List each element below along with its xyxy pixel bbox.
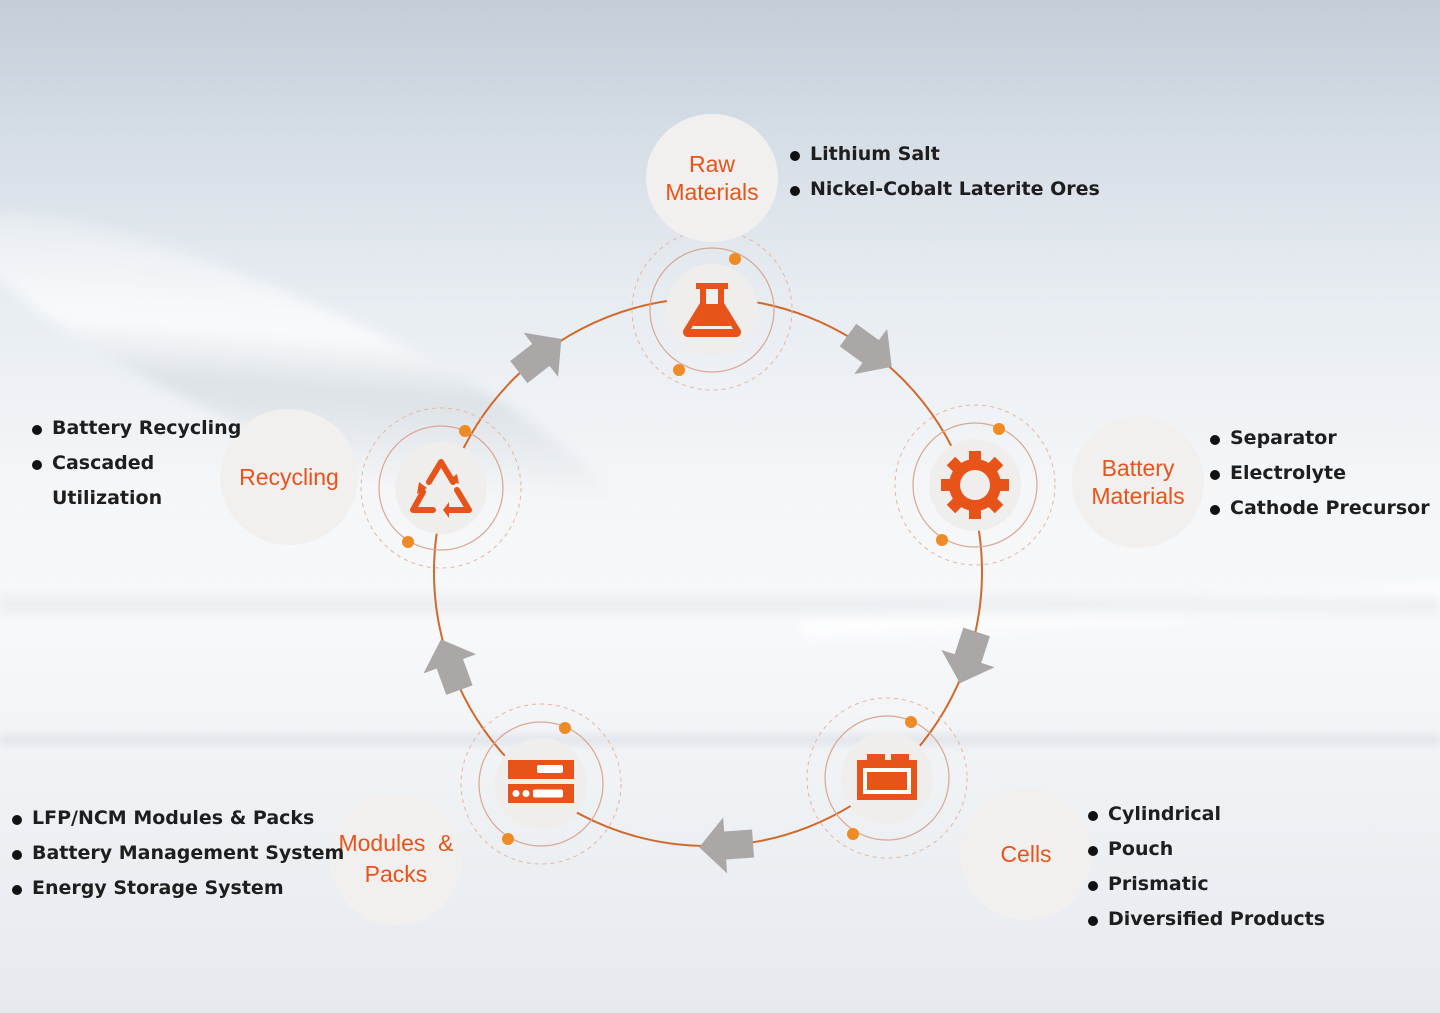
dashed-orbit [806, 697, 968, 859]
orbit-dot [905, 716, 917, 728]
stage-label-modules-packs: Modules & Packs [330, 793, 462, 925]
list-item: Cascaded [30, 446, 241, 481]
list-item: Battery Management System [10, 836, 344, 871]
list-item: Pouch [1086, 832, 1325, 867]
list-item: Energy Storage System [10, 871, 344, 906]
modules-packs-items: LFP/NCM Modules & Packs Battery Manageme… [10, 801, 344, 906]
list-item: Cylindrical [1086, 797, 1325, 832]
bullet-icon [1210, 435, 1220, 445]
raw-materials-items: Lithium Salt Nickel-Cobalt Laterite Ores [788, 137, 1100, 207]
dashed-orbit [894, 404, 1056, 566]
bullet-icon [1088, 881, 1098, 891]
label-line: Packs [364, 861, 428, 887]
stage-node-modules-packs [460, 703, 622, 865]
recycle-icon [410, 459, 472, 518]
solid-orbit [478, 721, 604, 847]
dashed-orbit [460, 703, 622, 865]
stage-label-recycling: Recycling [220, 409, 358, 545]
flask-icon [683, 283, 741, 337]
orbit-dot [729, 253, 741, 265]
bullet-icon [790, 151, 800, 161]
list-item: Lithium Salt [788, 137, 1100, 172]
flow-arrow-icon [699, 817, 755, 874]
orbit-dot [993, 423, 1005, 435]
list-item: LFP/NCM Modules & Packs [10, 801, 344, 836]
bullet-icon [12, 815, 22, 825]
recycling-items: Battery Recycling Cascaded Utilization [30, 411, 241, 516]
label-line: Modules & [338, 830, 454, 856]
list-item: Separator [1208, 421, 1430, 456]
list-item: Cathode Precursor [1208, 491, 1430, 526]
flow-arrow-icon [941, 627, 995, 684]
bullet-icon [1088, 916, 1098, 926]
list-item: Electrolyte [1208, 456, 1430, 491]
bullet-icon [1088, 846, 1098, 856]
bullet-icon [1088, 811, 1098, 821]
orbit-dot [502, 833, 514, 845]
orbit-dot [402, 536, 414, 548]
orbit-dot [847, 828, 859, 840]
stage-node-recycling [360, 407, 522, 569]
server-rack-icon [508, 760, 574, 803]
battery-icon [857, 754, 917, 800]
gear-icon [941, 451, 1009, 519]
bullet-icon [32, 460, 42, 470]
bullet-icon [32, 425, 42, 435]
bullet-icon [1210, 505, 1220, 515]
flow-arrow-icon [423, 639, 477, 695]
stage-node-cells [806, 697, 968, 859]
bullet-icon [12, 885, 22, 895]
flow-arrow-icon [510, 332, 562, 384]
solid-orbit [912, 422, 1038, 548]
solid-orbit [378, 425, 504, 551]
label-line: Materials [665, 179, 759, 205]
flow-arrow-icon [839, 323, 892, 375]
stage-node-raw-materials [631, 229, 793, 391]
list-item-continuation: Utilization [52, 487, 163, 509]
solid-orbit [824, 715, 950, 841]
list-item: Battery Recycling [30, 411, 241, 446]
label-line: Cells [1000, 841, 1052, 867]
orbit-dot [459, 425, 471, 437]
label-line: Battery [1101, 455, 1175, 481]
list-item: Prismatic [1086, 867, 1325, 902]
solid-orbit [649, 247, 775, 373]
cells-items: Cylindrical Pouch Prismatic Diversified … [1086, 797, 1325, 937]
bullet-icon [790, 186, 800, 196]
orbit-dot [559, 722, 571, 734]
bullet-icon [12, 850, 22, 860]
list-item: Nickel-Cobalt Laterite Ores [788, 172, 1100, 207]
bullet-icon [1210, 470, 1220, 480]
stage-node-battery-materials [894, 404, 1056, 566]
list-item: Diversified Products [1086, 902, 1325, 937]
orbit-dot [673, 364, 685, 376]
label-line: Materials [1091, 483, 1185, 509]
icon-backdrop [395, 442, 487, 534]
stage-label-cells: Cells [960, 788, 1092, 920]
battery-materials-items: Separator Electrolyte Cathode Precursor [1208, 421, 1430, 526]
dashed-orbit [360, 407, 522, 569]
orbit-dot [936, 534, 948, 546]
label-line: Recycling [239, 464, 339, 490]
label-line: Raw [688, 151, 735, 177]
